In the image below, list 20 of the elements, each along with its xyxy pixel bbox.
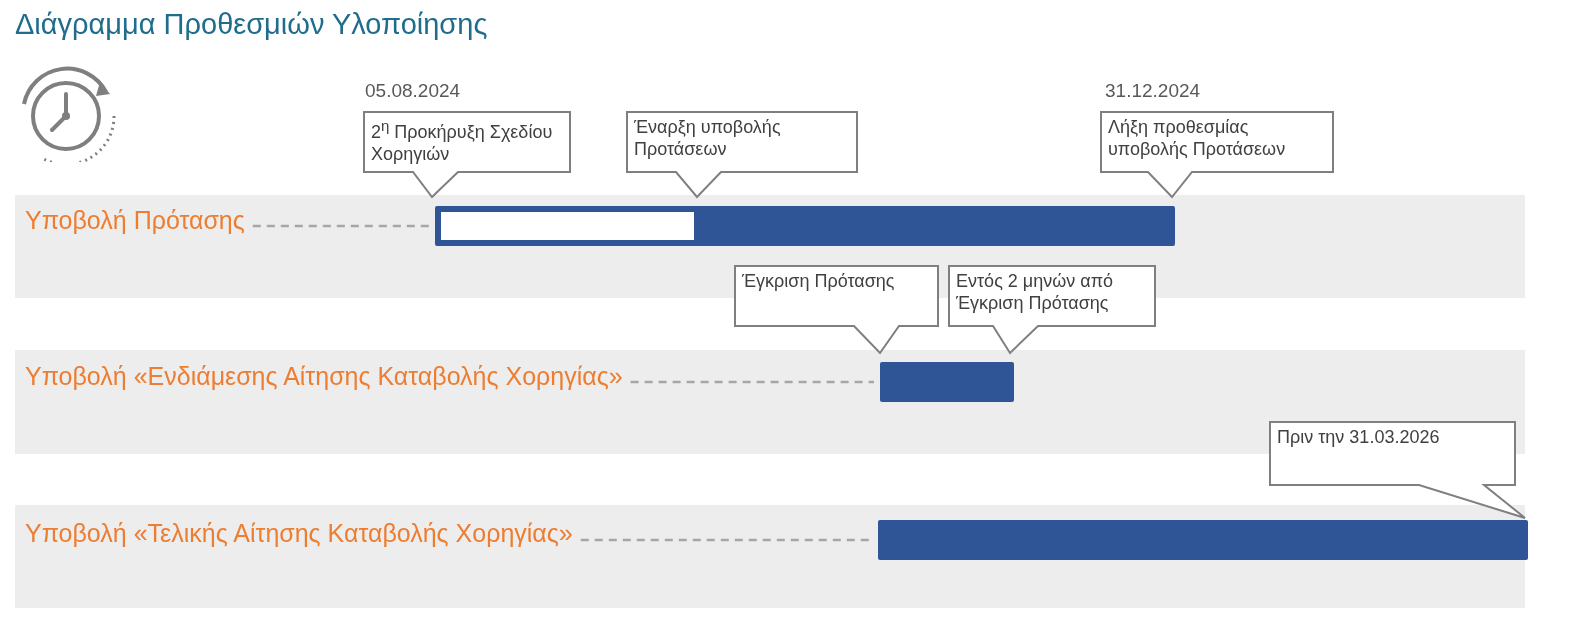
callout-box: 2$^{η}$ Προκήρυξη Σχεδίου Χορηγιών bbox=[363, 111, 573, 199]
row-band bbox=[15, 350, 1525, 454]
dashed-connector bbox=[252, 224, 429, 228]
timeline-bar bbox=[435, 206, 1175, 246]
callout-box: Πριν την 31.03.2026 bbox=[1269, 421, 1527, 520]
timeline-bar bbox=[880, 362, 1014, 402]
callout-box: Έγκριση Πρότασης bbox=[734, 265, 941, 355]
callout-box: Λήξη προθεσμίας υποβολής Προτάσεων bbox=[1100, 111, 1336, 199]
row-band bbox=[15, 505, 1525, 608]
dashed-connector bbox=[630, 380, 874, 384]
callout-box: Έναρξη υποβολής Προτάσεων bbox=[626, 111, 860, 199]
row-label: Υποβολή «Ενδιάμεσης Αίτησης Καταβολής Χορηγίας» bbox=[25, 362, 623, 391]
diagram-title: Διάγραμμα Προθεσμιών Υλοποίησης bbox=[15, 8, 488, 41]
timeline-bar bbox=[878, 520, 1528, 560]
row-label: Υποβολή «Τελικής Αίτησης Καταβολής Χορηγίας» bbox=[25, 519, 573, 548]
date-label: 31.12.2024 bbox=[1105, 80, 1201, 102]
callout-box: Εντός 2 μηνών από Έγκριση Πρότασης bbox=[948, 265, 1158, 355]
row-label: Υποβολή Πρότασης bbox=[25, 206, 245, 235]
dashed-connector bbox=[580, 538, 872, 542]
date-label: 05.08.2024 bbox=[365, 80, 461, 102]
